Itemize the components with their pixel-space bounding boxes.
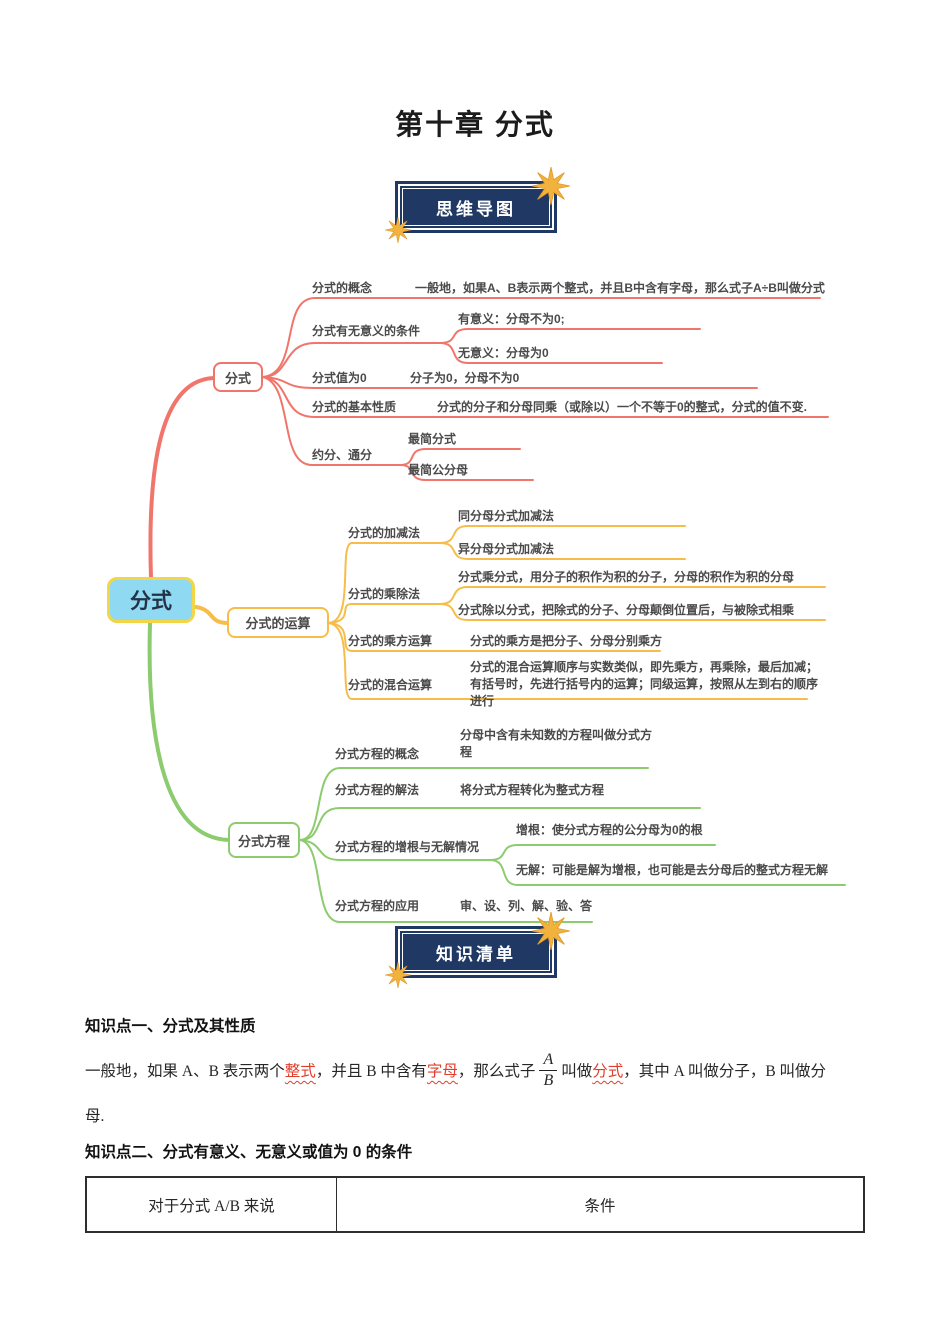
muldiv-label: 分式的乘除法 — [348, 587, 421, 601]
fraction-denominator: B — [543, 1071, 554, 1089]
mindmap-connectors — [147, 297, 846, 923]
fraction-numerator: A — [539, 1051, 558, 1071]
star-burst-icon — [385, 217, 411, 243]
knowledge-point-1-title: 知识点一、分式及其性质 — [85, 1018, 256, 1035]
star-burst-icon — [532, 912, 570, 950]
body-text: ，并且 B 中含有 — [315, 1063, 427, 1080]
knowledge-banner-title: 知识清单 — [436, 944, 516, 964]
eq-solve-label: 分式方程的解法 — [335, 783, 420, 797]
table-header-expression: 对于分式 A/B 来说 — [87, 1178, 337, 1231]
term-zimu: 字母 — [426, 1063, 458, 1080]
knowledge-point-1-body-wrap: 母. — [85, 1108, 105, 1125]
eq-concept-desc: 分母中含有未知数的方程叫做分式方程 — [460, 728, 653, 759]
term-fenshi: 分式 — [592, 1063, 624, 1080]
mixed-desc: 分式的混合运算顺序与实数类似，即先乘方，再乘除，最后加减；有括号时，先进行括号内… — [470, 660, 819, 708]
eq-apply-desc: 审、设、列、解、验、答 — [460, 899, 593, 913]
body-text: ，那么式子 — [457, 1063, 536, 1080]
eq-apply-label: 分式方程的应用 — [335, 899, 420, 913]
mindmap-banner: 思维导图 — [385, 167, 570, 243]
table-header-condition: 条件 — [584, 1197, 616, 1215]
star-burst-icon — [385, 962, 411, 988]
reduce-label: 约分、通分 — [312, 448, 373, 462]
knowledge-point-2-title: 知识点二、分式有意义、无意义或值为 0 的条件 — [85, 1144, 413, 1161]
eq-root-label: 分式方程的增根与无解情况 — [335, 840, 480, 854]
meaning-label: 分式有无意义的条件 — [312, 324, 421, 338]
property-desc: 分式的分子和分母同乘（或除以）一个不等于0的整式，分式的值不变. — [437, 400, 808, 414]
body-text: 叫做 — [561, 1063, 593, 1080]
addsub-label: 分式的加减法 — [348, 526, 421, 540]
branch-node-fenshi: 分式 — [213, 362, 263, 392]
mixed-label: 分式的混合运算 — [348, 678, 433, 692]
property-label: 分式的基本性质 — [312, 400, 397, 414]
eq-concept-label: 分式方程的概念 — [335, 747, 420, 761]
lowest-common-denominator: 最简公分母 — [408, 463, 469, 477]
mindmap-banner-title: 思维导图 — [436, 199, 516, 219]
branch-node-yunsuan: 分式的运算 — [227, 607, 329, 638]
eq-no-solution: 无解：可能是解为增根，也可能是去分母后的整式方程无解 — [516, 863, 829, 877]
branch-node-fangcheng: 分式方程 — [228, 822, 300, 858]
body-text: 一般地，如果 A、B 表示两个 — [85, 1063, 285, 1080]
zero-label: 分式值为0 — [312, 371, 367, 385]
mindmap-diagram: 分式 分式 分式的运算 分式方程 分式的概念 一般地，如果A、B表示两个整式，并… — [0, 255, 950, 945]
condition-table: 对于分式 A/B 来说 条件 — [85, 1176, 865, 1233]
meaning-valid: 有意义：分母不为0; — [458, 312, 565, 326]
power-label: 分式的乘方运算 — [348, 634, 433, 648]
addsub-diff: 异分母分式加减法 — [458, 542, 555, 556]
zero-desc: 分子为0，分母不为0 — [410, 371, 520, 385]
eq-solve-desc: 将分式方程转化为整式方程 — [460, 783, 605, 797]
concept-label: 分式的概念 — [312, 281, 373, 295]
page-title: 第十章 分式 — [395, 109, 555, 140]
mul-desc: 分式乘分式，用分子的积作为积的分子，分母的积作为积的分母 — [458, 570, 795, 584]
star-burst-icon — [532, 167, 570, 205]
knowledge-banner: 知识清单 — [385, 912, 570, 988]
power-desc: 分式的乘方是把分子、分母分别乘方 — [470, 634, 663, 648]
eq-extra-root: 增根：使分式方程的公分母为0的根 — [516, 823, 703, 837]
addsub-same: 同分母分式加减法 — [458, 509, 555, 523]
body-text: ，其中 A 叫做分子，B 叫做分 — [623, 1063, 827, 1080]
simplest-fraction: 最简分式 — [408, 432, 457, 446]
term-zhengshi: 整式 — [284, 1063, 316, 1080]
meaning-invalid: 无意义：分母为0 — [458, 346, 549, 360]
div-desc: 分式除以分式，把除式的分子、分母颠倒位置后，与被除式相乘 — [458, 603, 795, 617]
mindmap-center-node: 分式 — [107, 577, 195, 623]
concept-desc: 一般地，如果A、B表示两个整式，并且B中含有字母，那么式子A÷B叫做分式 — [415, 281, 825, 295]
